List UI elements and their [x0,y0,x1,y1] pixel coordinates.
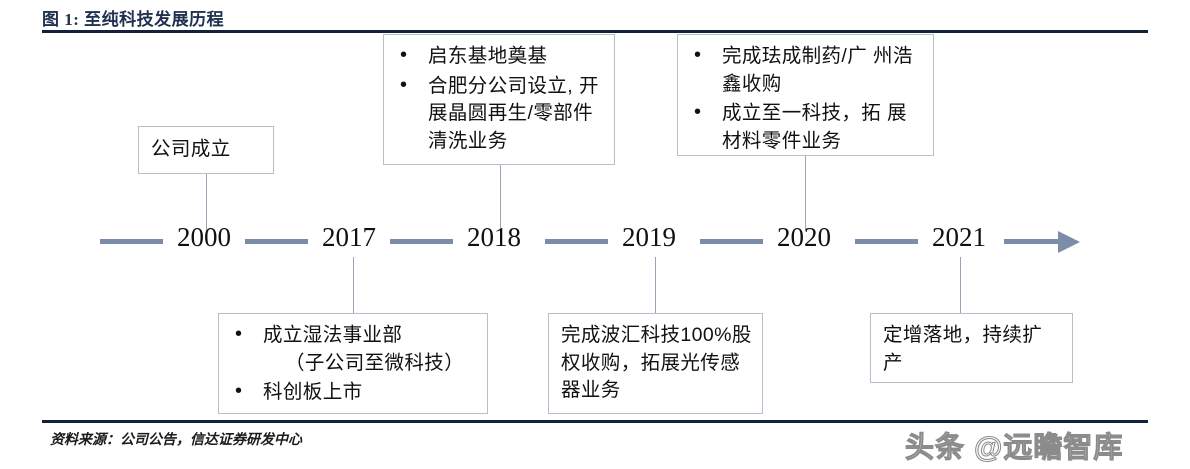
axis-segment [100,239,163,244]
bullet-subtext: 州浩鑫收购 [722,45,913,95]
list-item: 科创板上市 [231,377,477,407]
title-divider [42,30,1148,33]
event-box-2017: 成立湿法事业部 （子公司至微科技） 科创板上市 [218,313,488,414]
bullet-text: 合肥分公司设立, [428,74,574,97]
list-item: 成立至一科技，拓 展材料零件业务 [690,98,923,155]
axis-year-label: 2000 [177,222,231,252]
bullet-text: 科创板上市 [263,381,363,404]
event-box-2000: 公司成立 [138,126,274,174]
bullet-text: 启东基地奠基 [428,45,548,67]
connector-2021 [960,257,961,313]
axis-year-label: 2021 [932,222,986,252]
event-text-2019: 完成波汇科技100%股权收购，拓展光传感器业务 [561,324,752,402]
arrow-right-icon [1058,231,1080,253]
axis-segment [855,239,918,244]
event-bullet-list-2017: 成立湿法事业部 （子公司至微科技） 科创板上市 [231,320,477,407]
list-item: 启东基地奠基 [396,41,604,71]
source-note: 资料来源：公司公告，信达证券研发中心 [50,433,302,448]
bullet-text: 完成珐成制药/广 [722,45,868,67]
axis-segment [245,239,308,244]
list-item: 合肥分公司设立, 开展晶圆再生/零部件清洗业务 [396,71,604,156]
list-item: 完成珐成制药/广 州浩鑫收购 [690,41,923,98]
footer-divider [42,420,1148,423]
event-box-2021: 定增落地，持续扩产 [870,313,1073,383]
list-item: 成立湿法事业部 （子公司至微科技） [231,320,477,377]
axis-segment [700,239,763,244]
event-box-2019: 完成波汇科技100%股权收购，拓展光传感器业务 [548,313,763,414]
event-box-2018: 启东基地奠基 合肥分公司设立, 开展晶圆再生/零部件清洗业务 [383,34,615,165]
bullet-subtext: （子公司至微科技） [285,351,465,374]
axis-year-label: 2020 [777,222,831,252]
connector-2000 [206,174,207,231]
bullet-text: 成立至一科技，拓 [722,102,882,125]
connector-2019 [655,257,656,313]
connector-2017 [353,257,354,313]
event-text-2000: 公司成立 [151,138,231,160]
bullet-subtext: 开展晶圆再生/零部件清洗业务 [428,74,599,153]
watermark: 头条 @远瞻智库 [904,432,1124,465]
event-box-2020: 完成珐成制药/广 州浩鑫收购 成立至一科技，拓 展材料零件业务 [677,34,934,156]
axis-year-label: 2017 [322,222,376,252]
page-title: 图 1: 至纯科技发展历程 [42,10,225,29]
bullet-text: 成立湿法事业部 [263,324,403,346]
connector-2020 [805,156,806,231]
axis-segment [390,239,453,244]
connector-2018 [500,165,501,231]
event-text-2021: 定增落地，持续扩产 [883,324,1043,374]
axis-year-label: 2019 [622,222,676,252]
axis-segment [545,239,608,244]
event-bullet-list-2020: 完成珐成制药/广 州浩鑫收购 成立至一科技，拓 展材料零件业务 [690,41,923,156]
timeline-axis: 2000 2017 2018 2019 2020 2021 [0,222,1190,264]
event-bullet-list-2018: 启东基地奠基 合肥分公司设立, 开展晶圆再生/零部件清洗业务 [396,41,604,156]
axis-year-label: 2018 [467,222,521,252]
bullet-subtext: 展材料零件业务 [722,102,907,153]
axis-segment [1004,239,1060,244]
